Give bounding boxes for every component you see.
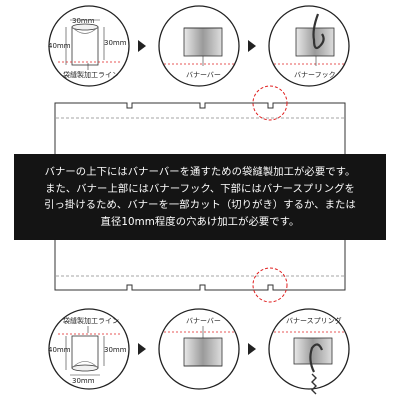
height-label-left: 40mm: [48, 42, 71, 50]
arrow-right-icon: [248, 343, 256, 355]
top-step1-circle: 30mm 40mm 30mm 袋縫製加工ライン: [48, 5, 130, 87]
sew-line-caption: 袋縫製加工ライン: [63, 316, 119, 325]
top-notch-highlight: [252, 85, 288, 121]
bottom-step3-circle: バナースプリング: [268, 308, 350, 395]
width-label: 30mm: [72, 377, 95, 385]
notice-line-2: また、バナー上部にはバナーフック、下部にはバナースプリングを: [45, 182, 355, 195]
arrow-right-icon: [138, 40, 146, 52]
banner-spring: [309, 343, 324, 373]
bar-caption: バナーバー: [186, 317, 221, 325]
top-step2-circle: バナーバー: [158, 5, 240, 87]
bar-caption: バナーバー: [186, 71, 221, 79]
bottom-step1-circle: 袋縫製加工ライン 30mm 40mm 30mm: [48, 308, 130, 390]
banner-hook: [312, 13, 321, 50]
banner-bar: [183, 27, 223, 57]
arrow-right-icon: [248, 40, 256, 52]
notice-box: バナーの上下にはバナーバーを通すための袋縫製加工が必要です。 また、バナー上部に…: [14, 154, 386, 240]
height-label-right: 30mm: [104, 39, 127, 47]
top-step3-circle: バナーフック: [268, 5, 350, 87]
spring-caption: バナースプリング: [286, 316, 342, 325]
notice-line-3: 引っ掛けるため、バナーを一部カット（切りがき）するか、または: [44, 199, 356, 211]
notice-line-1: バナーの上下にはバナーバーを通すための袋縫製加工が必要です。: [44, 166, 356, 178]
hook-caption: バナーフック: [294, 71, 336, 79]
sew-line-caption: 袋縫製加工ライン: [63, 70, 119, 79]
bottom-notch-highlight: [252, 267, 288, 303]
height-label-right: 30mm: [104, 346, 127, 354]
arrow-right-icon: [138, 343, 146, 355]
notice-line-4: 直径10mm程度の穴あけ加工が必要です。: [100, 215, 300, 228]
height-label-left: 40mm: [48, 346, 71, 354]
banner-bar: [183, 337, 223, 367]
width-label: 30mm: [72, 17, 95, 25]
bottom-step2-circle: バナーバー: [158, 308, 240, 390]
